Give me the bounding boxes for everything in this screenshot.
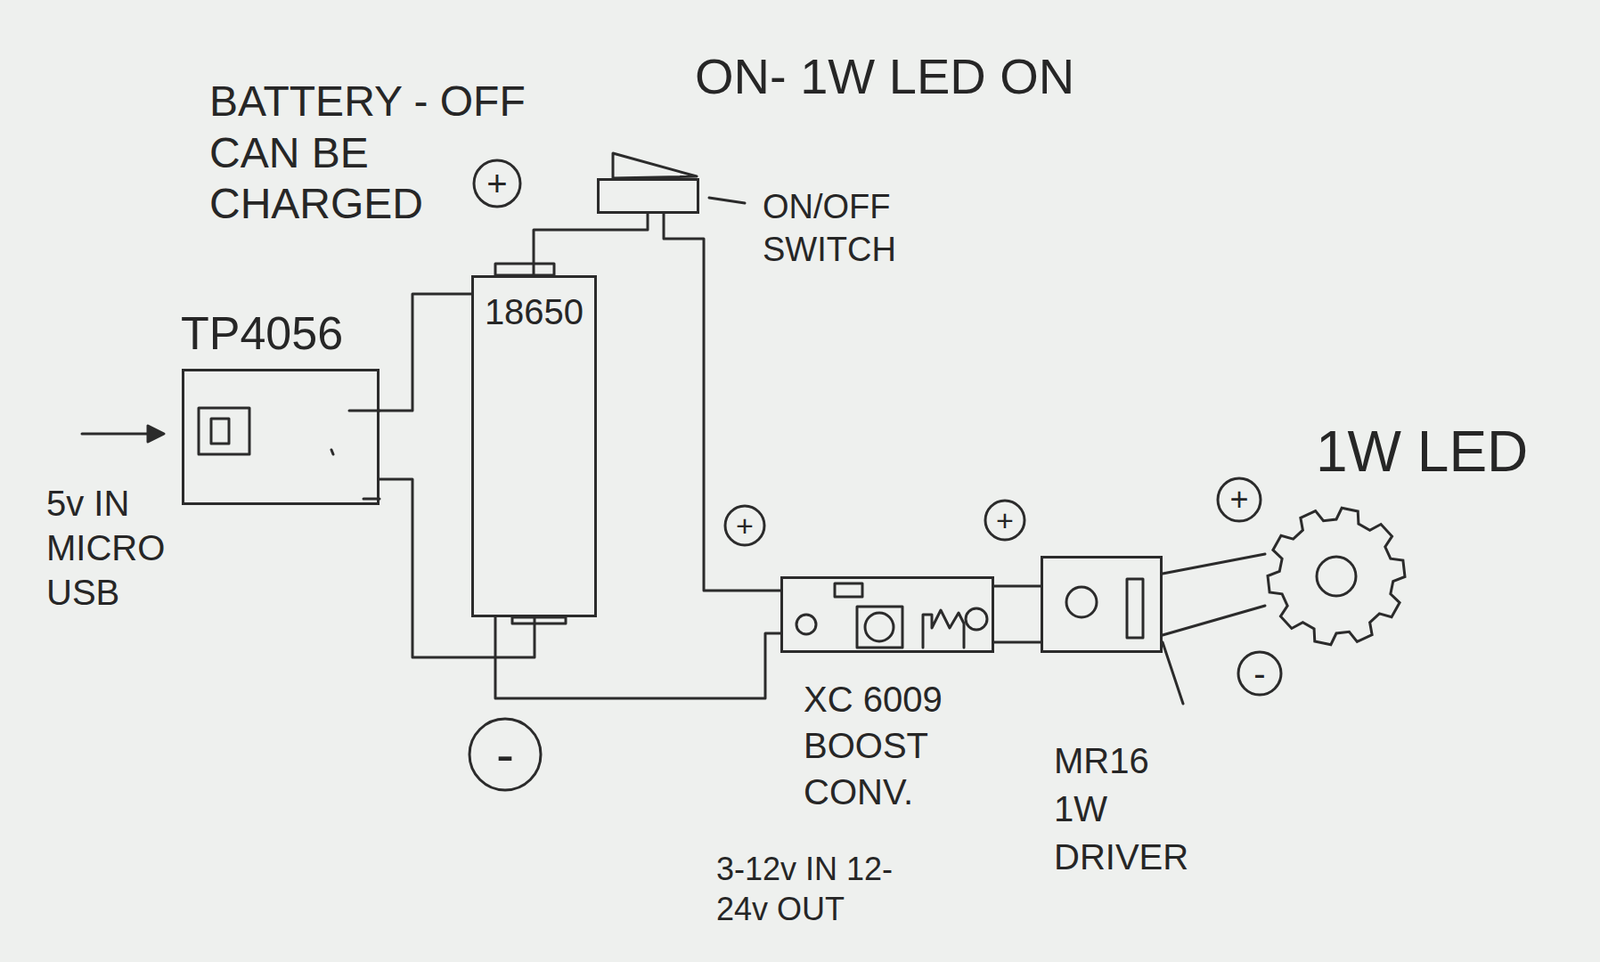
- star-base: [1267, 507, 1405, 645]
- polarity-sign: -: [469, 718, 541, 791]
- switch-name: ON/OFF SWITCH: [762, 186, 941, 271]
- polarity-sign: +: [1217, 478, 1261, 522]
- cell-name: 18650: [484, 290, 584, 334]
- terminal-symbol: [965, 608, 988, 630]
- input-arrow: [81, 432, 152, 436]
- sign-circle: [725, 506, 765, 546]
- polarity-sign: -: [1238, 652, 1282, 695]
- terminal-symbol: [796, 614, 817, 635]
- sign-circle: [1217, 478, 1261, 522]
- spec-note: 3-12v IN 12-24v OUT: [716, 848, 908, 930]
- note: BATTERY - OFF CAN BE CHARGED: [209, 75, 566, 230]
- switch-lever: [612, 153, 697, 179]
- wire: [1162, 605, 1266, 636]
- module-name: TP4056: [180, 305, 395, 361]
- trimmer-symbol: [922, 610, 964, 648]
- charger-module: TP4056: [181, 368, 380, 506]
- battery-cell: 18650: [471, 275, 597, 618]
- slide-switch: ON/OFF SWITCH: [596, 178, 700, 214]
- boost-converter: XC 6009 BOOST CONV.3-12v IN 12-24v OUT: [780, 576, 995, 654]
- wire: [994, 641, 1041, 645]
- wire: [1162, 554, 1266, 574]
- input-note: 5v IN MICRO USB: [46, 481, 180, 615]
- inductor-symbol: [857, 606, 903, 648]
- module-name: XC 6009 BOOST CONV.: [803, 676, 1022, 816]
- terminal-mark: [349, 409, 380, 413]
- sign-circle: [1238, 652, 1282, 695]
- leader-line: [709, 197, 745, 204]
- polarity-sign: +: [473, 160, 521, 207]
- polarity-sign: +: [985, 500, 1025, 540]
- arrow-head: [147, 425, 164, 442]
- led-driver: MR16 1W DRIVER: [1040, 555, 1163, 654]
- chip-symbol: [834, 583, 863, 597]
- terminal-mark: [331, 449, 334, 455]
- sign-circle: [469, 718, 541, 791]
- wire: [663, 213, 781, 591]
- inductor-core: [865, 612, 894, 642]
- battery-cap: [495, 263, 555, 276]
- battery-base: [512, 617, 566, 624]
- led-outline: [1265, 505, 1408, 648]
- led-lens: [1316, 556, 1356, 596]
- sign-circle: [473, 160, 521, 207]
- sign-circle: [985, 500, 1025, 540]
- component-symbol: [1066, 587, 1097, 618]
- usb-socket-inner: [211, 418, 229, 444]
- wire: [495, 617, 781, 699]
- wire: [533, 213, 648, 276]
- wire: [379, 293, 472, 411]
- module-name: MR16 1W DRIVER: [1053, 736, 1206, 882]
- component-symbol: [1126, 579, 1143, 638]
- usb-socket: [198, 408, 250, 455]
- led-name: 1W LED: [1315, 417, 1548, 487]
- lead-line: [1162, 642, 1184, 704]
- wire: [994, 585, 1041, 588]
- polarity-sign: +: [725, 506, 765, 546]
- wire: [379, 479, 535, 658]
- note: ON- 1W LED ON: [694, 46, 1123, 107]
- led-star: 1W LED: [1265, 505, 1408, 648]
